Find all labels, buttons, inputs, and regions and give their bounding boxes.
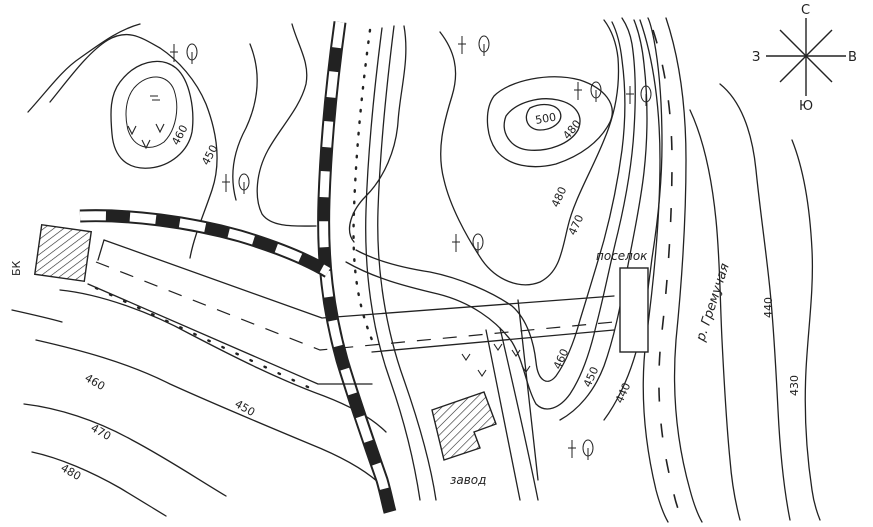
contour-line (27, 23, 141, 113)
tree-icon (458, 35, 490, 56)
compass-rose: С Ю В З (752, 3, 857, 114)
river-bank-right (665, 17, 703, 523)
factory-label: завод (450, 473, 486, 487)
roads (87, 25, 615, 501)
forest-symbols (170, 35, 652, 460)
road-edge (517, 299, 539, 481)
contour-label: 450 (581, 365, 601, 389)
meadow-mark (461, 353, 471, 361)
contour-line (49, 33, 218, 259)
contour-line (603, 17, 663, 421)
contour-label: 500 (534, 111, 557, 127)
contour-line (503, 98, 581, 151)
contour-line (35, 339, 379, 483)
buildings (33, 223, 649, 461)
contour-label: 440 (613, 381, 633, 405)
contour-line (355, 21, 626, 382)
contour-line (232, 43, 258, 201)
meadow-mark (493, 343, 503, 351)
meadow-mark (127, 125, 137, 136)
river-label: р. Гремучая (693, 261, 733, 344)
river-centerline (652, 29, 685, 523)
meadow-mark (155, 123, 165, 134)
contour-label: 450 (233, 397, 258, 419)
meadow-mark (511, 349, 521, 357)
meadow-mark (141, 139, 151, 150)
road-edge (365, 27, 421, 501)
contour-line (486, 76, 613, 168)
road-edge (371, 329, 615, 353)
road-edge (97, 239, 105, 261)
tree-icon (574, 81, 602, 102)
contour-label: 480 (59, 461, 84, 483)
contour-label: 440 (762, 297, 775, 318)
compass-west-label: З (752, 50, 760, 65)
contour-line (31, 451, 167, 517)
compass-south-label: Ю (799, 99, 813, 114)
contour-line (719, 83, 791, 521)
village-label: поселок (596, 249, 648, 263)
tree-icon (568, 439, 594, 460)
compass-east-label: В (848, 50, 857, 65)
contour-label: 430 (788, 375, 801, 396)
contour-line (791, 139, 821, 521)
road-centerline (95, 261, 615, 351)
contour-label: 470 (89, 421, 114, 443)
contour-line (559, 19, 648, 421)
contour-line (110, 60, 194, 169)
road-edge (485, 329, 521, 501)
contour-label: 470 (566, 213, 586, 237)
railway (79, 21, 397, 514)
road-dotted (94, 286, 312, 390)
contour-line (125, 76, 178, 148)
contour-line (345, 17, 636, 410)
meadow-mark (477, 369, 487, 377)
contour-line (349, 25, 407, 243)
village-building (619, 267, 649, 353)
road-edge (87, 283, 373, 385)
contour-line (11, 309, 63, 323)
tree-icon (222, 173, 250, 194)
road-edge (103, 239, 615, 319)
contour-line (525, 103, 562, 131)
contour-label: 480 (549, 185, 569, 209)
meadow-mark (150, 95, 160, 101)
contour-line (689, 109, 741, 521)
factory-building (431, 391, 497, 461)
left-building-label: БК (10, 260, 23, 276)
tree-icon (452, 233, 484, 254)
contour-line (256, 23, 317, 227)
tree-icon (170, 43, 198, 64)
road-edge (499, 327, 539, 501)
contour-label: 460 (83, 371, 108, 393)
contour-lines (11, 17, 821, 521)
contour-line (439, 19, 620, 286)
contour-line (23, 403, 227, 497)
contour-labels: 460 450 480 470 460 450 440 500 480 460 … (59, 111, 802, 484)
compass-north-label: С (801, 3, 810, 18)
meadow-symbols (127, 95, 531, 377)
tree-icon (626, 85, 652, 106)
contour-label: 460 (551, 347, 571, 371)
meadow-mark (521, 365, 531, 373)
road-edge (377, 25, 437, 501)
river (639, 17, 703, 523)
left-building (33, 223, 93, 283)
